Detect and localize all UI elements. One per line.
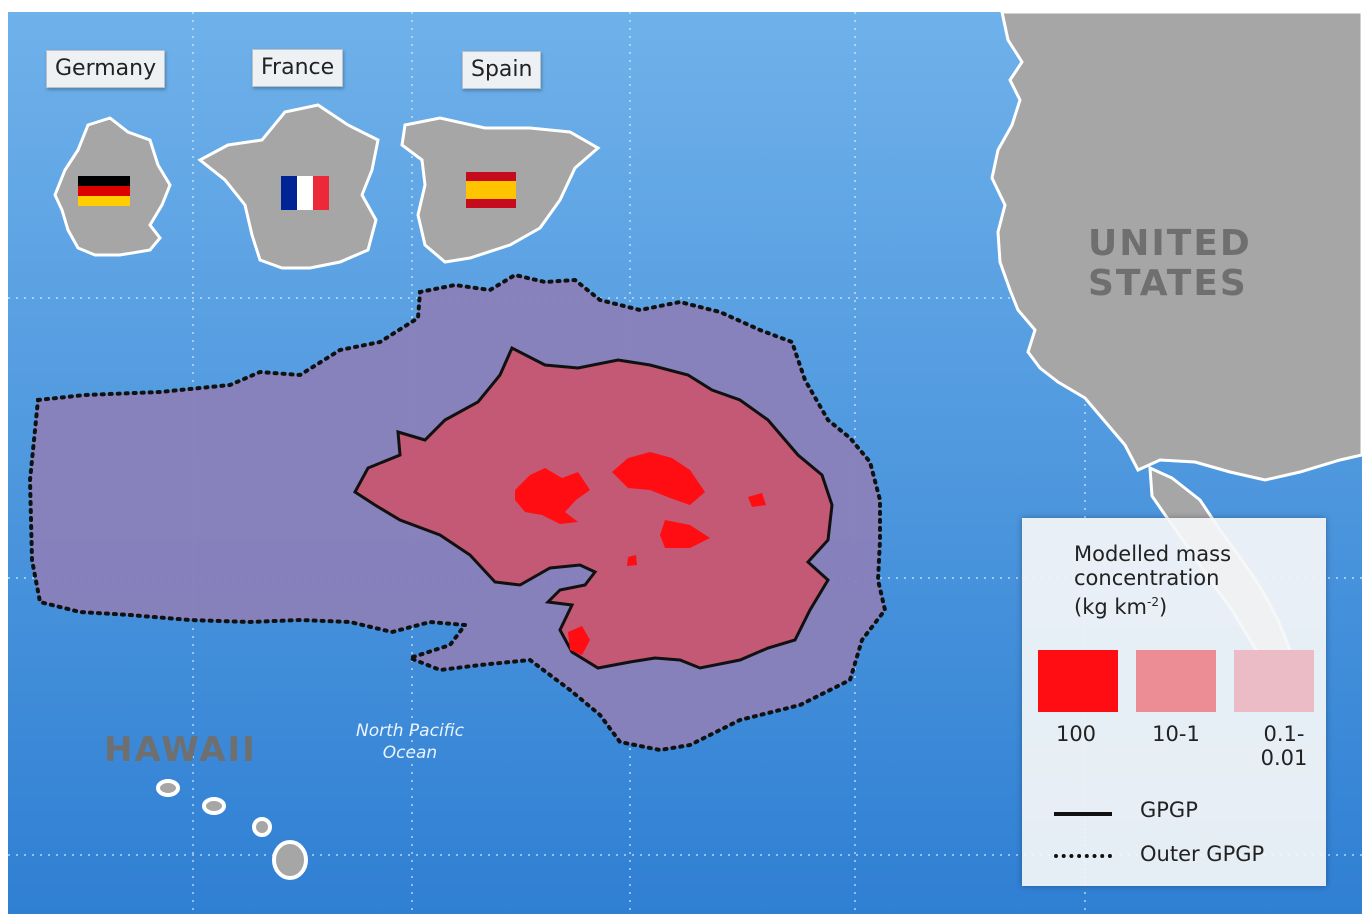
high-concentration-patch [612, 452, 705, 505]
spain-label: Spain [462, 51, 542, 89]
legend: Modelled mass concentration (kg km-2) 10… [1022, 518, 1326, 886]
legend-title-line2: concentration [1074, 566, 1220, 590]
germany-flag [78, 176, 130, 206]
legend-outer-gpgp-label: Outer GPGP [1140, 842, 1265, 866]
gpgp-area [353, 345, 834, 670]
legend-swatch-label-line: 0.1- [1263, 722, 1305, 746]
island [252, 817, 272, 837]
high-concentration-patches [515, 452, 766, 655]
legend-title-line1: Modelled mass [1074, 542, 1232, 566]
hawaii-label: HAWAII [104, 730, 257, 770]
high-concentration-patch [748, 493, 766, 507]
legend-swatch-label-10-1: 10-1 [1136, 722, 1216, 746]
legend-title-close: ) [1158, 595, 1168, 619]
high-concentration-patch [568, 626, 590, 655]
hawaiian-islands [156, 779, 308, 880]
legend-swatch-label-100: 100 [1036, 722, 1116, 746]
island [202, 797, 226, 815]
ocean-label-line1: North Pacific [355, 721, 465, 741]
legend-title-line3: (kg km-2) [1074, 590, 1314, 619]
legend-swatch-label-0-1-0-01: 0.1- 0.01 [1244, 722, 1324, 770]
legend-swatch-label-line: 100 [1055, 722, 1097, 746]
legend-swatch-10-1 [1136, 650, 1216, 712]
ocean-label-line2: Ocean [382, 743, 438, 763]
island [272, 840, 308, 880]
united-states-label-line2: STATES [1088, 263, 1248, 304]
high-concentration-patch [627, 555, 637, 566]
legend-swatch-0-1-0-01 [1234, 650, 1314, 712]
legend-swatch-100 [1038, 650, 1118, 712]
united-states-landmass [990, 10, 1362, 482]
united-states-label-line1: UNITED [1088, 223, 1252, 264]
legend-title: Modelled mass concentration (kg km-2) [1074, 542, 1314, 619]
france-flag [281, 176, 329, 210]
high-concentration-patch [660, 520, 710, 548]
legend-title-unit: (kg km [1074, 595, 1147, 619]
legend-title-exponent: -2 [1146, 595, 1159, 609]
spain-flag [466, 172, 516, 208]
legend-swatch-label-line: 10-1 [1152, 722, 1200, 746]
ocean-label: North Pacific Ocean [320, 720, 500, 764]
united-states-label: UNITED STATES [1088, 224, 1252, 304]
high-concentration-patch [515, 468, 590, 524]
legend-gpgp-label: GPGP [1140, 798, 1198, 822]
island [156, 779, 180, 797]
legend-gpgp-solid-line [1054, 812, 1112, 816]
legend-swatch-label-line2: 0.01 [1260, 746, 1308, 770]
france-label: France [252, 49, 344, 87]
legend-outer-gpgp-dotted-line [1054, 854, 1112, 858]
germany-label: Germany [46, 50, 166, 88]
